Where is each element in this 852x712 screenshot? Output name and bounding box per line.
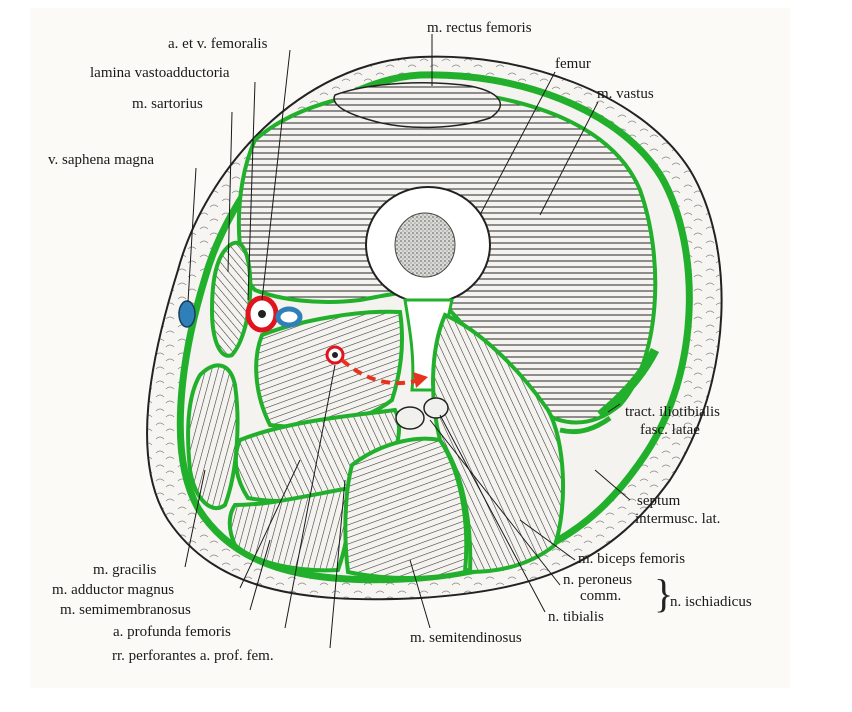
biceps-femoris-muscle [431, 312, 566, 575]
label-sartorius: m. sartorius [132, 96, 203, 112]
semitendinosus-muscle [343, 436, 469, 580]
adductor-longus-muscle [254, 309, 404, 429]
label-ischiadicus: n. ischiadicus [670, 594, 752, 610]
sciatic-nerve-peroneal [395, 406, 425, 430]
tractus-iliotibialis [597, 347, 660, 419]
label-profunda-femoris: a. profunda femoris [113, 624, 231, 640]
femur-marrow [394, 212, 456, 278]
label-tibialis: n. tibialis [548, 609, 604, 625]
rectus-femoris-muscle [333, 82, 502, 129]
femoral-vein [275, 306, 303, 328]
saphenous-vein [178, 300, 196, 328]
gracilis-muscle [186, 363, 240, 511]
label-saphena-magna: v. saphena magna [48, 152, 155, 168]
label-semitendinosus: m. semitendinosus [410, 630, 522, 646]
label-femur: femur [555, 56, 591, 72]
label-adductor-magnus: m. adductor magnus [52, 582, 175, 598]
nerve-group-brace: } [654, 571, 674, 616]
sciatic-nerve-tibial [423, 397, 449, 419]
label-femoral-vessels: a. et v. femoralis [168, 36, 268, 52]
label-gracilis: m. gracilis [93, 562, 157, 578]
label-septum: septum [637, 493, 681, 509]
semimembranosus-muscle [227, 485, 353, 573]
label-biceps-femoris: m. biceps femoris [578, 551, 686, 567]
label-semimembranosus: m. semimembranosus [60, 602, 191, 618]
label-tract-iliotibialis: tract. iliotibialis [625, 404, 720, 420]
label-vastus: m. vastus [597, 86, 654, 102]
arrow-head [413, 372, 428, 388]
sartorius-muscle [209, 240, 253, 358]
label-lamina-vastoadductoria: lamina vastoadductoria [90, 65, 230, 81]
label-intermusc-lat: intermusc. lat. [635, 511, 721, 527]
septum-intermusculare [559, 415, 612, 435]
label-peroneus: n. peroneus [563, 572, 633, 588]
perforating-branch-arrow [340, 358, 421, 385]
label-rectus-femoris: m. rectus femoris [427, 20, 532, 36]
label-perforantes: rr. perforantes a. prof. fem. [112, 648, 274, 664]
label-comm: comm. [580, 588, 622, 604]
label-fasc-latae: fasc. latae [640, 422, 700, 438]
